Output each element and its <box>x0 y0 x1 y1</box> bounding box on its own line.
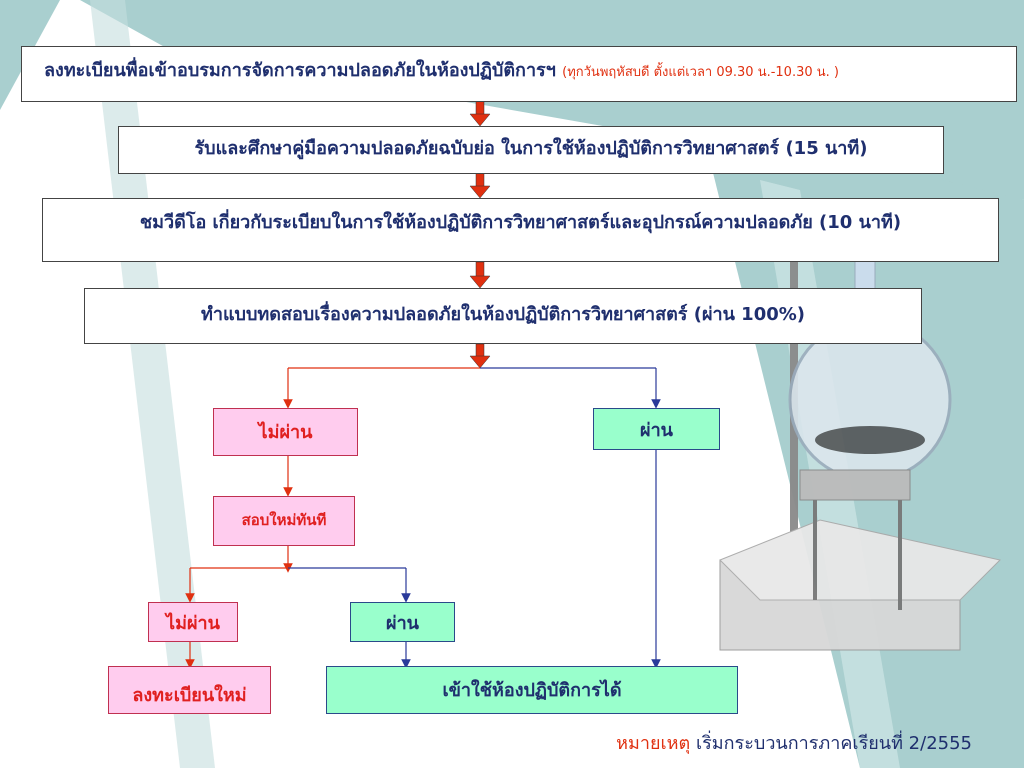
step-manual: รับและศึกษาคู่มือความปลอดภัยฉบับย่อ ในกา… <box>118 126 944 174</box>
step-register-text: ลงทะเบียนพื่อเข้าอบรมการจัดการความปลอดภั… <box>44 60 556 81</box>
step-register-note: (ทุกวันพฤหัสบดี ตั้งแต่เวลา 09.30 น.-10.… <box>562 65 839 80</box>
step-video: ชมวีดีโอ เกี่ยวกับระเบียบในการใช้ห้องปฏิ… <box>42 198 999 262</box>
result-fail-2: ไม่ผ่าน <box>148 602 238 642</box>
footer-note: หมายเหตุ เริ่มกระบวนการภาคเรียนที่ 2/255… <box>616 728 972 757</box>
teal-diagonal-stripe <box>90 0 215 768</box>
result-fail: ไม่ผ่าน <box>213 408 358 456</box>
footer-label: หมายเหตุ <box>616 733 691 754</box>
result-pass-2: ผ่าน <box>350 602 455 642</box>
step-test: ทำแบบทดสอบเรื่องความปลอดภัยในห้องปฏิบัติ… <box>84 288 922 344</box>
enter-lab-box: เข้าใช้ห้องปฏิบัติการได้ <box>326 666 738 714</box>
step-register: ลงทะเบียนพื่อเข้าอบรมการจัดการความปลอดภั… <box>21 46 1017 102</box>
reregister-box: ลงทะเบียนใหม่ <box>108 666 271 714</box>
footer-text: เริ่มกระบวนการภาคเรียนที่ 2/2555 <box>695 733 972 754</box>
result-pass: ผ่าน <box>593 408 720 450</box>
retest-box: สอบใหม่ทันที <box>213 496 355 546</box>
lab-flask-icon <box>719 249 1001 651</box>
